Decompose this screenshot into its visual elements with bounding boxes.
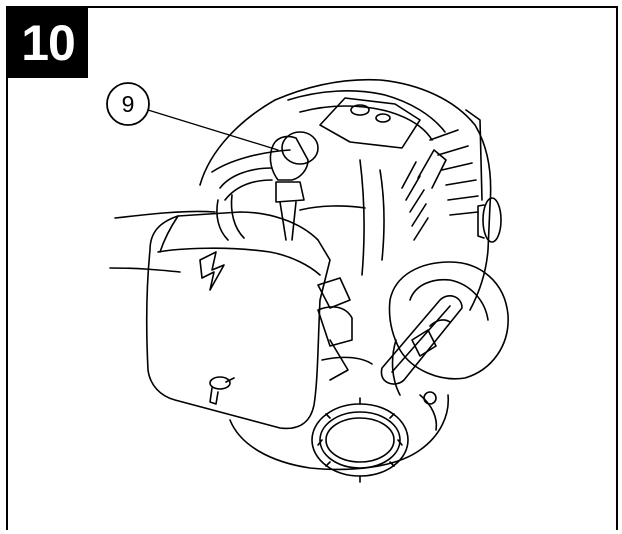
figure-frame bbox=[6, 6, 618, 530]
callout-label: 9 bbox=[122, 91, 135, 117]
callout-marker: 9 bbox=[106, 82, 150, 126]
starter-housing bbox=[388, 261, 509, 396]
callout-leader-line bbox=[147, 109, 279, 151]
side-knob bbox=[477, 197, 502, 243]
step-number-badge: 10 bbox=[8, 8, 88, 78]
spark-plug-boot bbox=[269, 131, 319, 241]
cooling-fins bbox=[401, 109, 483, 241]
starter-handle bbox=[380, 295, 463, 385]
engine-housing bbox=[199, 78, 492, 311]
drive-shaft-tube bbox=[109, 210, 216, 273]
air-filter-cover bbox=[145, 211, 331, 430]
carburettor bbox=[317, 277, 373, 381]
ignition-lead bbox=[216, 167, 273, 241]
clutch-housing bbox=[311, 397, 409, 483]
